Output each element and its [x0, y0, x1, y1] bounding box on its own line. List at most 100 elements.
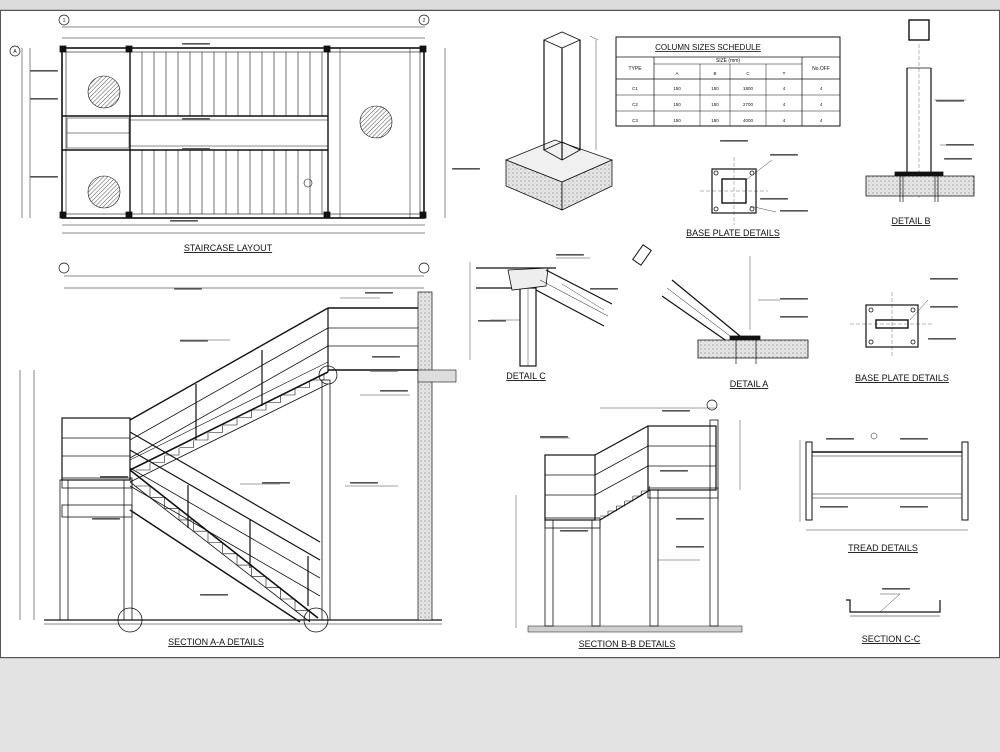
schedule-subheader-a: A [675, 71, 678, 76]
grid-bubble-2: 2 [423, 18, 426, 24]
title-detail-b: DETAIL B [891, 216, 930, 226]
annotation-text-mark [882, 588, 910, 590]
drawing-sheet [0, 10, 1000, 658]
annotation-text-mark [262, 482, 290, 484]
annotation-text-mark [174, 288, 202, 290]
base-plate-plan-1 [700, 157, 777, 225]
stair-step [237, 564, 252, 577]
stair-step [600, 511, 609, 517]
schedule-cell-t: 4 [783, 102, 786, 107]
annotation-text-mark [660, 470, 688, 472]
stair-step [136, 485, 151, 497]
annotation-text-mark [936, 100, 964, 102]
schedule-cell-nos: 4 [820, 118, 823, 123]
annotation-text-mark [662, 410, 690, 412]
stair-step [608, 506, 617, 512]
schedule-cell-type: C2 [632, 102, 638, 107]
annotation-text-mark [928, 338, 956, 340]
schedule-header-size: SIZE (mm) [716, 58, 740, 64]
stair-step [208, 542, 223, 554]
annotation-text-mark [350, 482, 378, 484]
annotation-text-mark [452, 168, 480, 170]
schedule-cell-a: 150 [673, 86, 681, 91]
stair-step [281, 598, 296, 610]
annotation-text-mark [180, 340, 208, 342]
annotation-text-mark [170, 220, 198, 222]
annotation-text-mark [182, 148, 210, 150]
schedule-subheader-t: T [783, 71, 786, 76]
stair-step [223, 418, 238, 426]
schedule-cell-t: 4 [783, 86, 786, 91]
stair-step [194, 530, 209, 543]
title-section-aa: SECTION A-A DETAILS [168, 637, 264, 647]
title-section-bb: SECTION B-B DETAILS [579, 639, 676, 649]
schedule-cell-type: C3 [632, 118, 638, 123]
annotation-text-mark [770, 154, 798, 156]
annotation-text-mark [930, 278, 958, 280]
stair-step [616, 501, 625, 507]
stair-step [136, 463, 151, 471]
stair-step [281, 388, 296, 396]
section-aa-steps [136, 373, 325, 622]
stair-step [252, 576, 267, 588]
stair-step [252, 403, 267, 411]
stair-step [194, 433, 209, 441]
title-detail-c: DETAIL C [506, 371, 546, 381]
annotation-text-mark [478, 320, 506, 322]
annotation-text-mark [590, 288, 618, 290]
annotation-text-mark [100, 476, 128, 478]
staircase-layout-plan [9, 14, 446, 234]
schedule-cell-t: 4 [783, 118, 786, 123]
annotation-text-mark [30, 176, 58, 178]
stair-step [208, 425, 223, 433]
annotation-text-mark [780, 316, 808, 318]
annotation-text-mark [900, 506, 928, 508]
annotation-text-mark [780, 298, 808, 300]
window-top-bar [0, 0, 1000, 10]
stair-step [266, 395, 281, 403]
stair-step [237, 410, 252, 418]
stair-step [295, 380, 310, 388]
schedule-cell-b: 150 [711, 118, 719, 123]
stair-step [633, 491, 642, 497]
stair-step [223, 553, 238, 565]
schedule-header-nos: No.OFF [812, 66, 830, 72]
schedule-cell-c: 2700 [743, 102, 754, 107]
annotation-text-mark [676, 518, 704, 520]
schedule-cell-c: 4000 [743, 118, 754, 123]
annotation-text-mark [560, 530, 588, 532]
stair-step [641, 486, 650, 492]
annotation-text-mark [92, 518, 120, 520]
annotation-text-mark [372, 356, 400, 358]
annotation-text-mark [370, 370, 398, 372]
detail-a-drawing [632, 244, 809, 364]
annotation-text-mark [760, 198, 788, 200]
annotation-text-mark [826, 438, 854, 440]
annotation-text-mark [30, 70, 58, 72]
base-plate-plan-2 [850, 292, 934, 358]
annotation-text-mark [900, 438, 928, 440]
section-bb-steps [600, 486, 650, 517]
title-section-cc: SECTION C-C [862, 634, 921, 644]
schedule-cell-b: 150 [711, 102, 719, 107]
schedule-cell-type: C1 [632, 86, 638, 91]
column-isometric [504, 31, 614, 211]
schedule-cell-b: 150 [711, 86, 719, 91]
annotation-text-mark [540, 436, 568, 438]
annotation-text-mark [930, 306, 958, 308]
section-cc-drawing [846, 593, 941, 617]
annotation-text-mark [556, 254, 584, 256]
title-tread-details: TREAD DETAILS [848, 543, 918, 553]
schedule-cell-a: 150 [673, 102, 681, 107]
annotation-text-mark [946, 144, 974, 146]
schedule-cell-c: 1800 [743, 86, 754, 91]
column-schedule-table [615, 36, 841, 127]
schedule-title: COLUMN SIZES SCHEDULE [655, 43, 761, 52]
grid-bubble-a: A [13, 49, 17, 55]
detail-b-drawing [865, 19, 975, 202]
annotation-text-mark [720, 140, 748, 142]
schedule-header-type: TYPE [628, 66, 642, 72]
grid-bubble-1: 1 [63, 18, 66, 24]
schedule-cell-a: 150 [673, 118, 681, 123]
